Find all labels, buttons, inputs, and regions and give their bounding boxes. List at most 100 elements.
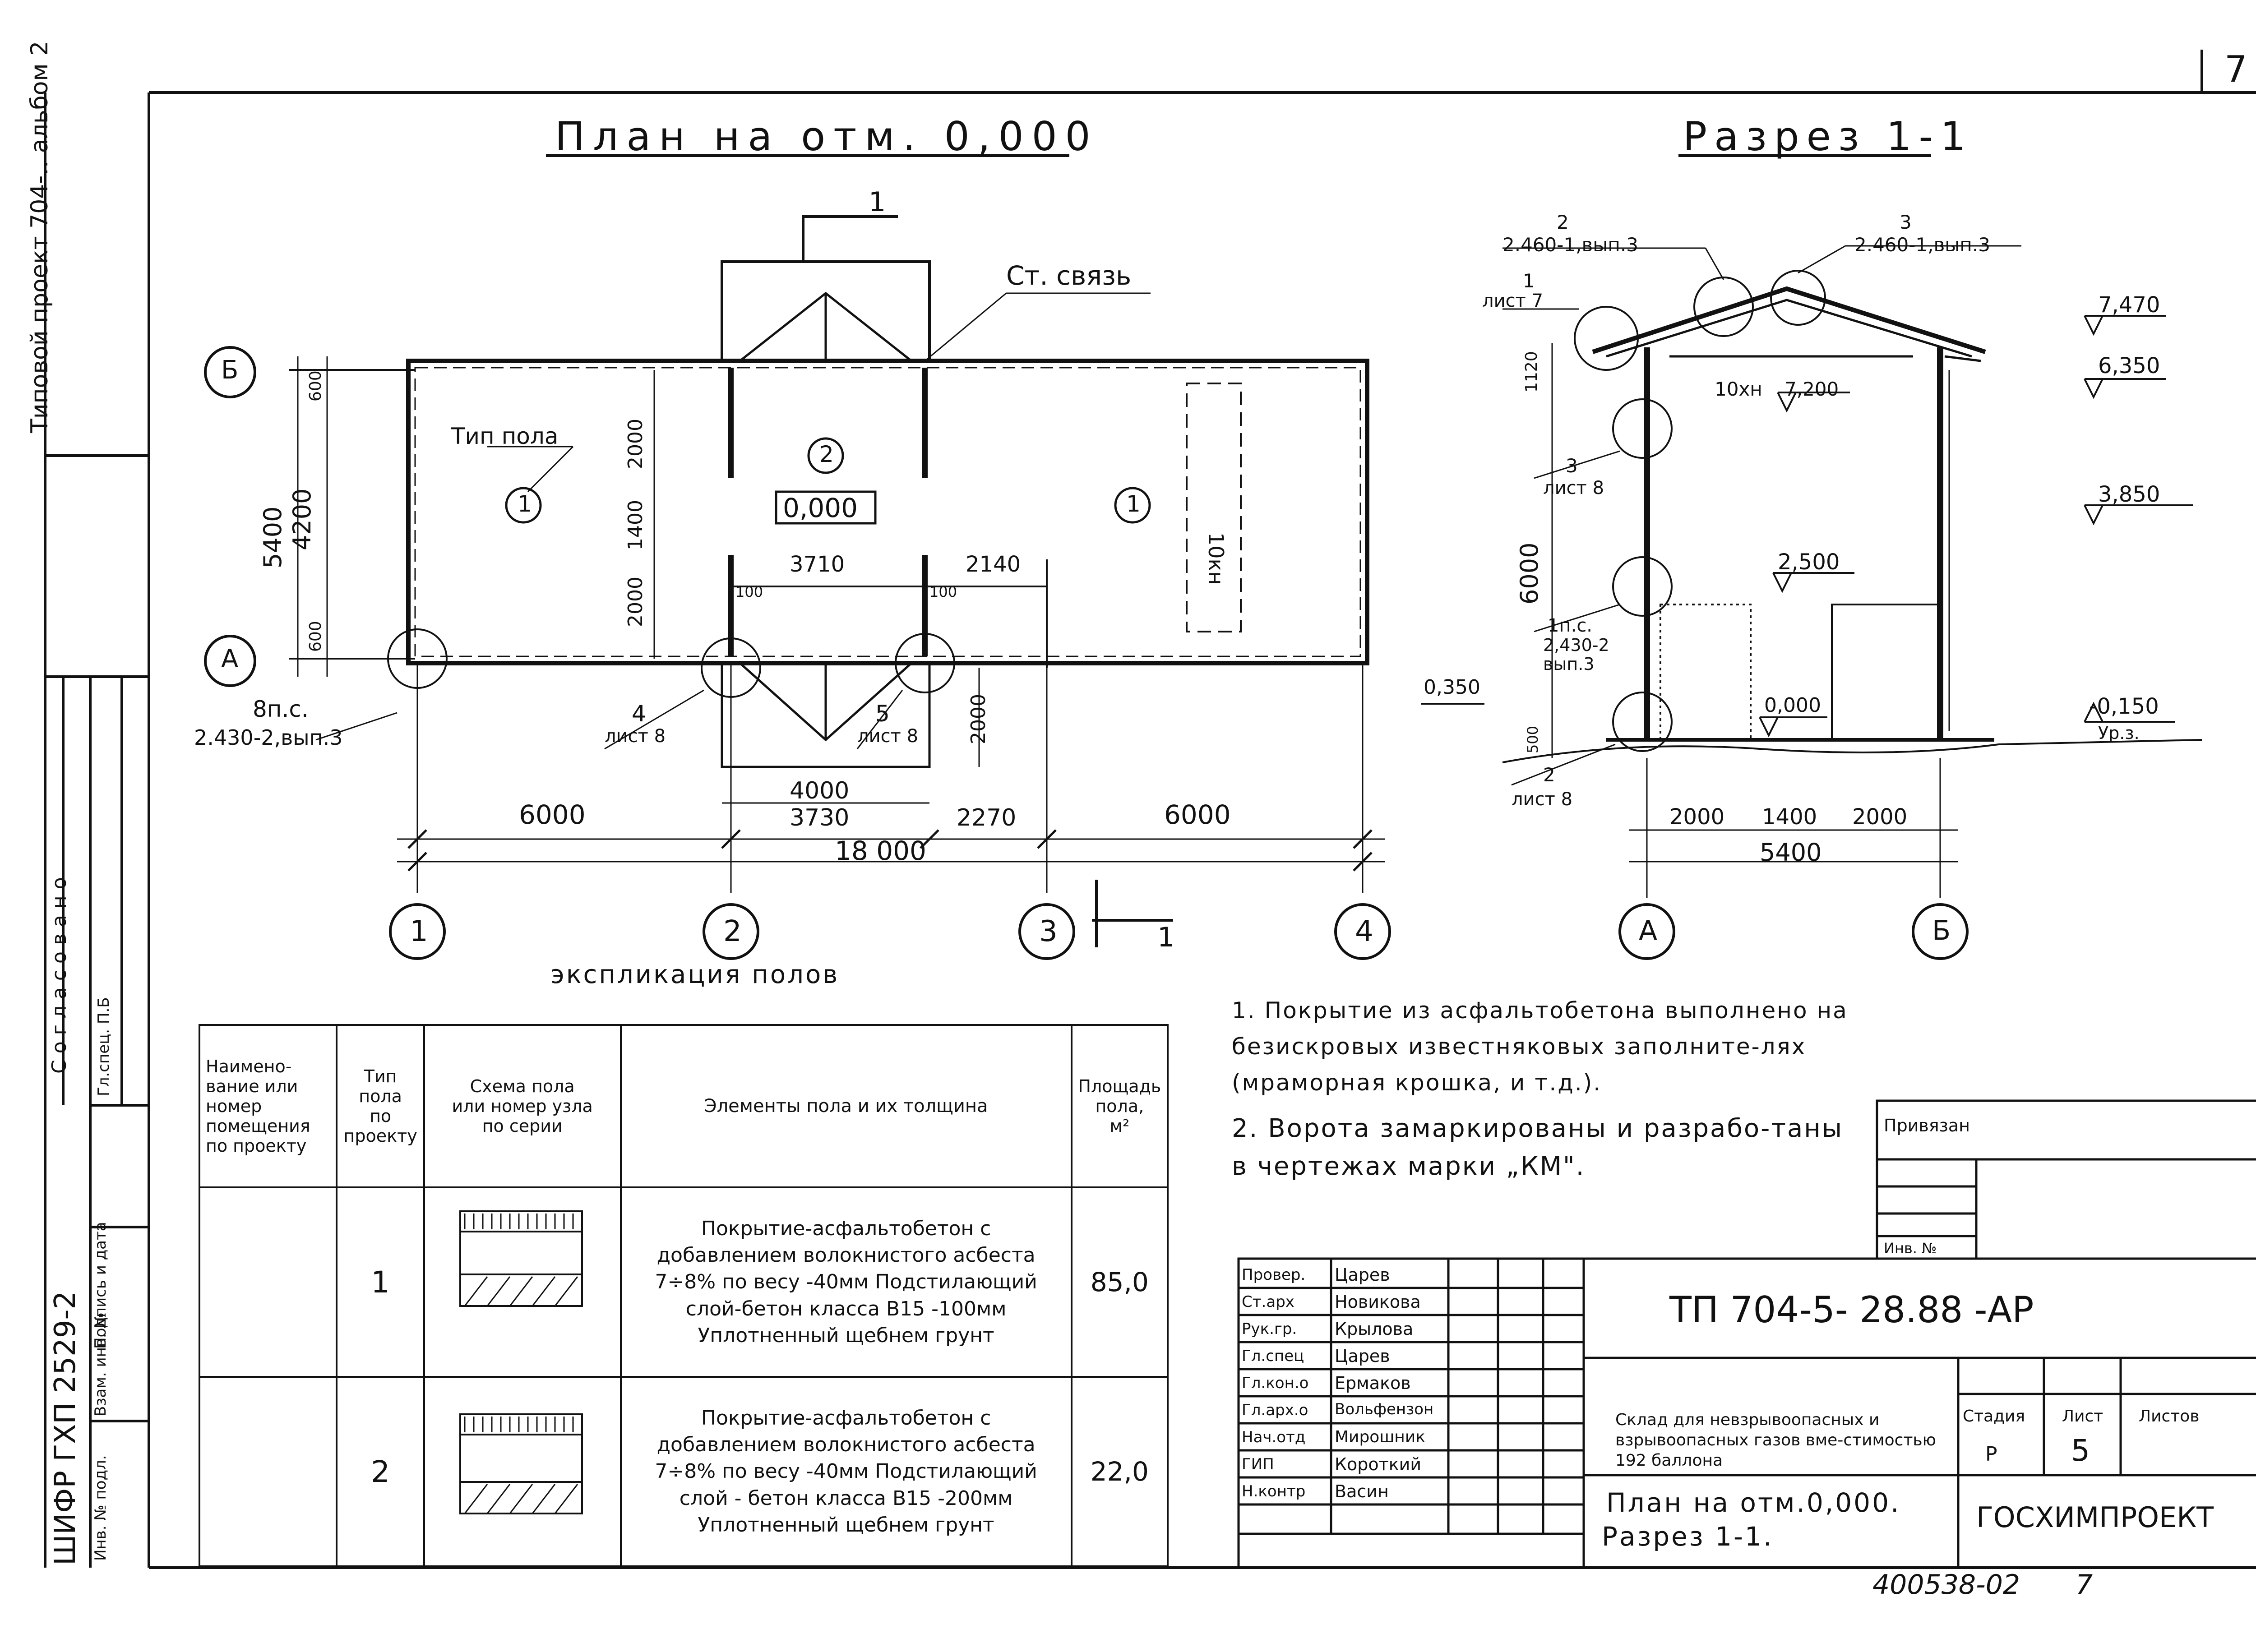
crane-label: 10хн (1715, 378, 1762, 400)
elevation-mark: 6,350 (2098, 353, 2160, 378)
sheet-value: 5 (2071, 1433, 2090, 1468)
table-header: Площадь пола, м² (1070, 1024, 1169, 1188)
plan-title: План на отм. 0,000 (555, 113, 1099, 160)
callout-num: 2 (1557, 211, 1569, 233)
stage-value: Р (1985, 1443, 1997, 1466)
dim-label: 6000 (519, 799, 586, 830)
dim-label: 2140 (966, 552, 1021, 577)
dim-label: 1400 (624, 500, 647, 550)
axis-col-label: 1 (410, 915, 428, 948)
dim-label: 4200 (288, 488, 316, 550)
table-cell (198, 1186, 338, 1378)
project-note: Типовой проект 704-.. альбом 2 (26, 41, 53, 433)
elevation-mark: 2,500 (1778, 549, 1840, 575)
section-mark: 1 (1157, 922, 1175, 953)
footer-code: 400538-02 (1872, 1569, 2020, 1601)
drawing-name: План на отм.0,000. (1606, 1487, 1901, 1518)
axis-label: А (1639, 915, 1658, 946)
note: 2. Ворота замаркированы и разрабо-таны в… (1232, 1114, 1844, 1181)
dim-label: 2000 (967, 694, 990, 744)
note: 1. Покрытие из асфальтобетона выполнено … (1232, 997, 1848, 1096)
dim-label: 2000 (624, 419, 647, 469)
dim-label: 500 (1524, 725, 1541, 753)
table-row: 2 Покрытие-асфальтобетон с добавлением в… (198, 1376, 1169, 1567)
room-number: 2 (819, 441, 834, 467)
dim-label: 2000 (624, 577, 647, 627)
dim-label: 2270 (957, 804, 1017, 831)
room-number: 1 (518, 491, 532, 517)
elevation-box: 0,000 (783, 493, 858, 523)
floor-schema (423, 1376, 622, 1567)
elevation-mark: 7,470 (2098, 292, 2160, 318)
dim-label: 4000 (790, 777, 850, 804)
callout-num: 1п.с. (1548, 615, 1593, 636)
role-name: Ермаков (1335, 1373, 1411, 1393)
privyazan-label: Привязан (1884, 1116, 1970, 1135)
dim-label: 6000 (1515, 542, 1544, 605)
approval-row: Гл.спец. П.Б (95, 997, 113, 1096)
dim-label: 1120 (1522, 351, 1541, 392)
callout-num: 2 (1543, 764, 1555, 786)
callout-ref: 2,430-2 вып.3 (1543, 635, 1609, 674)
floor-area-cell: 85,0 (1070, 1186, 1169, 1378)
dim-label: 5400 (1760, 838, 1822, 867)
callout-num: 4 (632, 701, 646, 727)
dim-label: 3730 (790, 804, 850, 831)
table-header: Наимено- вание или номер помещения по пр… (198, 1024, 338, 1188)
role-label: Гл.спец (1242, 1347, 1304, 1365)
floor-type-label: Тип пола (451, 423, 559, 449)
footer-page: 7 (2076, 1569, 2093, 1601)
role-label: ГИП (1242, 1455, 1274, 1473)
callout-sheet: лист 8 (605, 726, 666, 747)
role-label: Н.контр (1242, 1482, 1306, 1500)
organization: ГОСХИМПРОЕКТ (1976, 1501, 2214, 1534)
role-label: Ст.арх (1242, 1293, 1294, 1311)
table-header: Схема пола или номер узла по серии (423, 1024, 622, 1188)
stamp-label: Подпись и дата (92, 1222, 110, 1349)
stamp-label: Инв. № подл. (92, 1455, 110, 1561)
callout-ref: лист 7 (1482, 291, 1544, 311)
sheet-label: Лист (2062, 1407, 2103, 1426)
role-name: Мирошник (1335, 1428, 1425, 1446)
crane-label: 10кн (1204, 532, 1228, 585)
axis-row-label: А (221, 644, 239, 674)
callout-num: 3 (1566, 455, 1578, 477)
axis-col-label: 2 (723, 915, 742, 948)
drawing-name: Разрез 1-1. (1602, 1521, 1774, 1552)
dim-label: 2000 (1852, 804, 1908, 830)
sheet-number: 7 (2224, 48, 2247, 90)
floor-type-cell: 2 (336, 1376, 425, 1567)
dim-label: 18 000 (835, 835, 926, 866)
dim-label: 6000 (1164, 799, 1231, 830)
elevation-mark: 7,200 (1784, 378, 1839, 400)
dim-label: 600 (306, 621, 325, 652)
callout-ref: лист 8 (1543, 478, 1604, 498)
approval-title: Согласовано (48, 871, 71, 1074)
table-row: 1 Покрытие-асфальтобетон с добавлением в… (198, 1186, 1169, 1378)
table-cell (198, 1376, 338, 1567)
dim-label: 1400 (1762, 804, 1817, 830)
floor-type-cell: 1 (336, 1186, 425, 1378)
callout-num: 3 (1900, 211, 1912, 233)
callout-num: 1 (1523, 270, 1535, 292)
role-name: Крылова (1335, 1319, 1414, 1339)
role-label: Гл.кон.о (1242, 1374, 1309, 1392)
callout-sheet: 2.430-2,вып.3 (194, 725, 343, 750)
role-name: Васин (1335, 1481, 1389, 1501)
inv-label: Инв. № (1884, 1240, 1937, 1257)
role-name: Вольфензон (1335, 1400, 1434, 1418)
axis-label: Б (1932, 915, 1951, 946)
floor-schema (423, 1186, 622, 1378)
axis-col-label: 3 (1039, 915, 1058, 948)
axis-row-label: Б (221, 355, 239, 385)
section-mark: 1 (869, 186, 886, 218)
doc-code: ТП 704-5- 28.88 -АР (1669, 1289, 2034, 1331)
elevation-mark: 0,350 (1424, 676, 1480, 699)
role-name: Царев (1335, 1346, 1390, 1366)
floor-elements-cell: Покрытие-асфальтобетон с добавлением вол… (619, 1186, 1073, 1378)
ground-level-label: Ур.з. (2098, 723, 2140, 743)
role-label: Провер. (1242, 1266, 1306, 1284)
role-label: Гл.арх.о (1242, 1401, 1308, 1419)
callout-sheet: лист 8 (857, 726, 919, 747)
stage-label: Стадия (1963, 1407, 2025, 1426)
